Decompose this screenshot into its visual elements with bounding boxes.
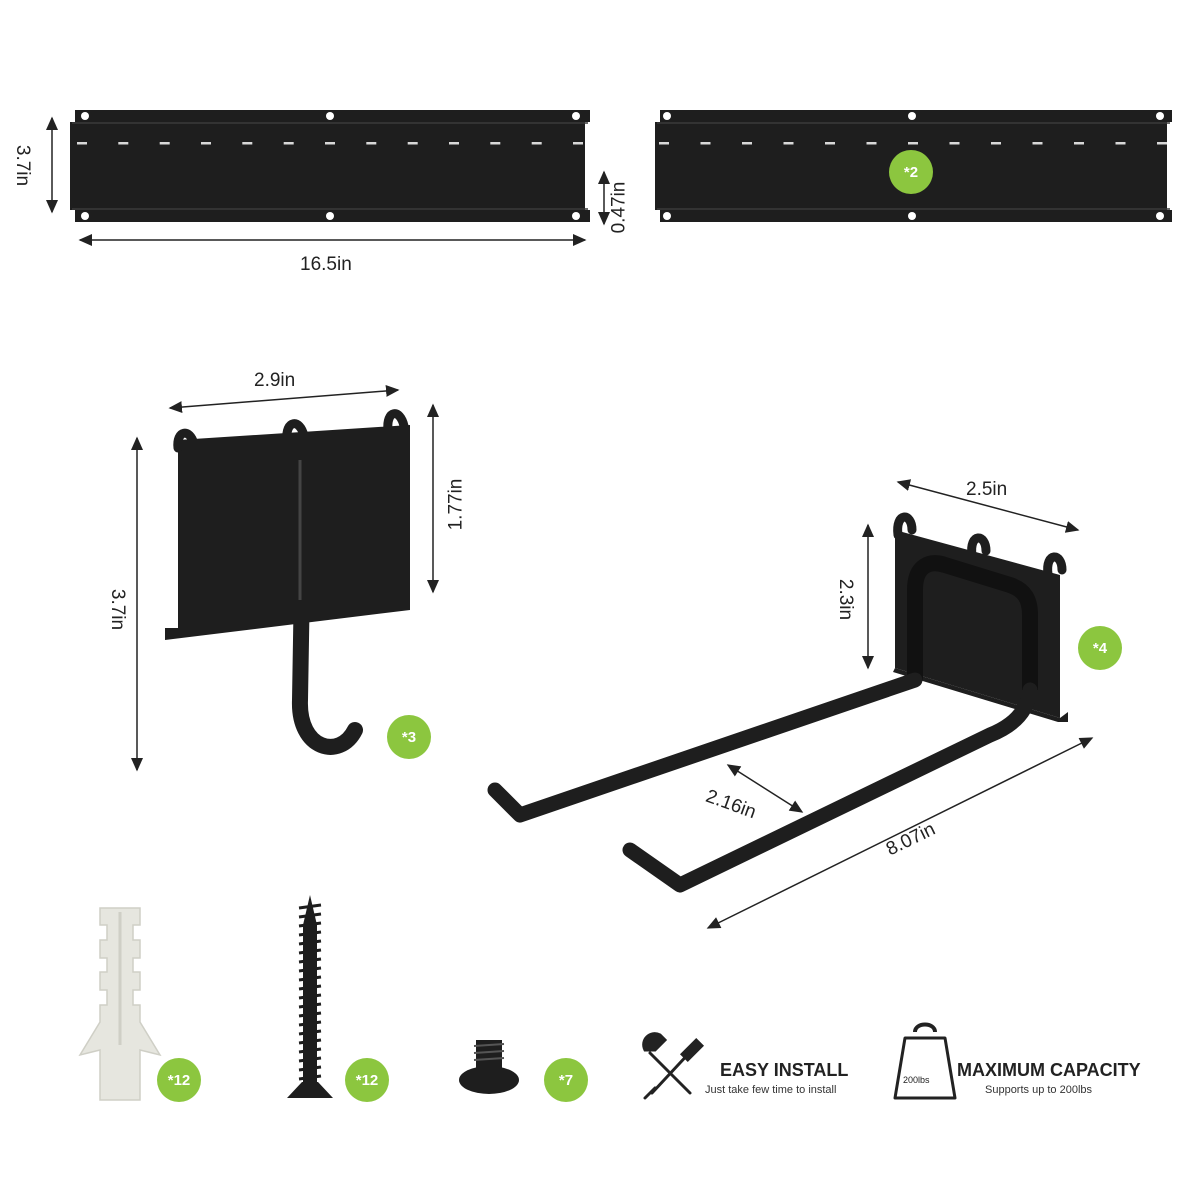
bolt-quantity-badge: *7 [544,1058,588,1102]
weight-icon-label: 200lbs [903,1075,930,1085]
rail-quantity-badge: *2 [889,150,933,194]
rail-slot [908,142,918,145]
rail-length-label: 16.5in [300,254,352,275]
rail-slot [700,142,711,145]
easy-install-subtitle: Just take few time to install [705,1084,837,1096]
screw-thread [298,948,322,955]
single-hook-quantity-badge: *3 [387,715,431,759]
double-hook-width-arrow [896,479,1080,533]
hook-width-label: 2.9in [254,370,296,391]
rail-slot [118,142,129,145]
single-hook [165,409,410,755]
capacity-title: MAXIMUM CAPACITY [957,1060,1141,1080]
screw-thread [298,939,322,946]
rail-slot [159,142,170,145]
double-hook [487,512,1068,893]
rail-slot [1115,142,1126,145]
rail-slot [242,142,253,145]
screw-thread [298,993,322,1000]
screw-thread [298,1065,322,1072]
screw-thread [298,1011,322,1018]
rail-slot [949,142,960,145]
rail-lip-label: 0.47in [608,181,630,234]
wall-rail-left [70,110,590,222]
rail-slot [866,142,877,145]
screw-thread [298,966,322,973]
bolt [459,1040,519,1094]
rail-slot [449,142,459,145]
screw-thread [298,1056,322,1063]
rail-slot [77,142,87,145]
tools-icon [642,1032,705,1100]
rail-slot [531,142,542,145]
easy-install-title: EASY INSTALL [720,1060,849,1080]
wood-screw [287,895,333,1098]
screw-thread [298,1002,322,1009]
screw-thread [298,921,322,928]
weight-icon [893,1022,957,1100]
rail-slot [283,142,294,145]
rail-slot [742,142,752,145]
rail-slot [783,142,794,145]
screw-thread [298,1020,322,1027]
double-hook-width-label: 2.5in [966,479,1008,500]
screw-thread [298,1038,322,1045]
double-hook-quantity-badge: *4 [1078,626,1122,670]
screw-thread [298,1047,322,1054]
rail-slot [991,142,1001,145]
rail-slot [201,142,211,145]
anchor-quantity-badge: *12 [157,1058,201,1102]
rail-slot [573,142,583,145]
double-hook-height-label: 2.3in [835,578,857,621]
rail-slot [325,142,335,145]
hook-plate-height-label: 1.77in [445,478,467,531]
hook-height-label: 3.7in [107,588,129,631]
double-hook-length-arrow [706,737,1094,929]
screw-thread [298,930,322,937]
wall-anchor [78,907,162,1101]
rail-height-label: 3.7in [12,144,34,187]
screw-thread [298,903,322,910]
rail-slot [659,142,669,145]
rail-slot [825,142,835,145]
screw-thread [298,912,322,919]
screw-quantity-badge: *12 [345,1058,389,1102]
rail-slot [1157,142,1167,145]
rail-slot [407,142,418,145]
screw-thread [298,1074,322,1081]
screw-thread [298,975,322,982]
screw-thread [298,957,322,964]
rail-slot [1074,142,1084,145]
screw-thread [298,984,322,991]
capacity-subtitle: Supports up to 200lbs [985,1084,1093,1096]
rail-slot [366,142,377,145]
hook-width-arrow [168,384,400,414]
rail-slot [1032,142,1043,145]
screw-thread [298,1029,322,1036]
rail-slot [490,142,501,145]
